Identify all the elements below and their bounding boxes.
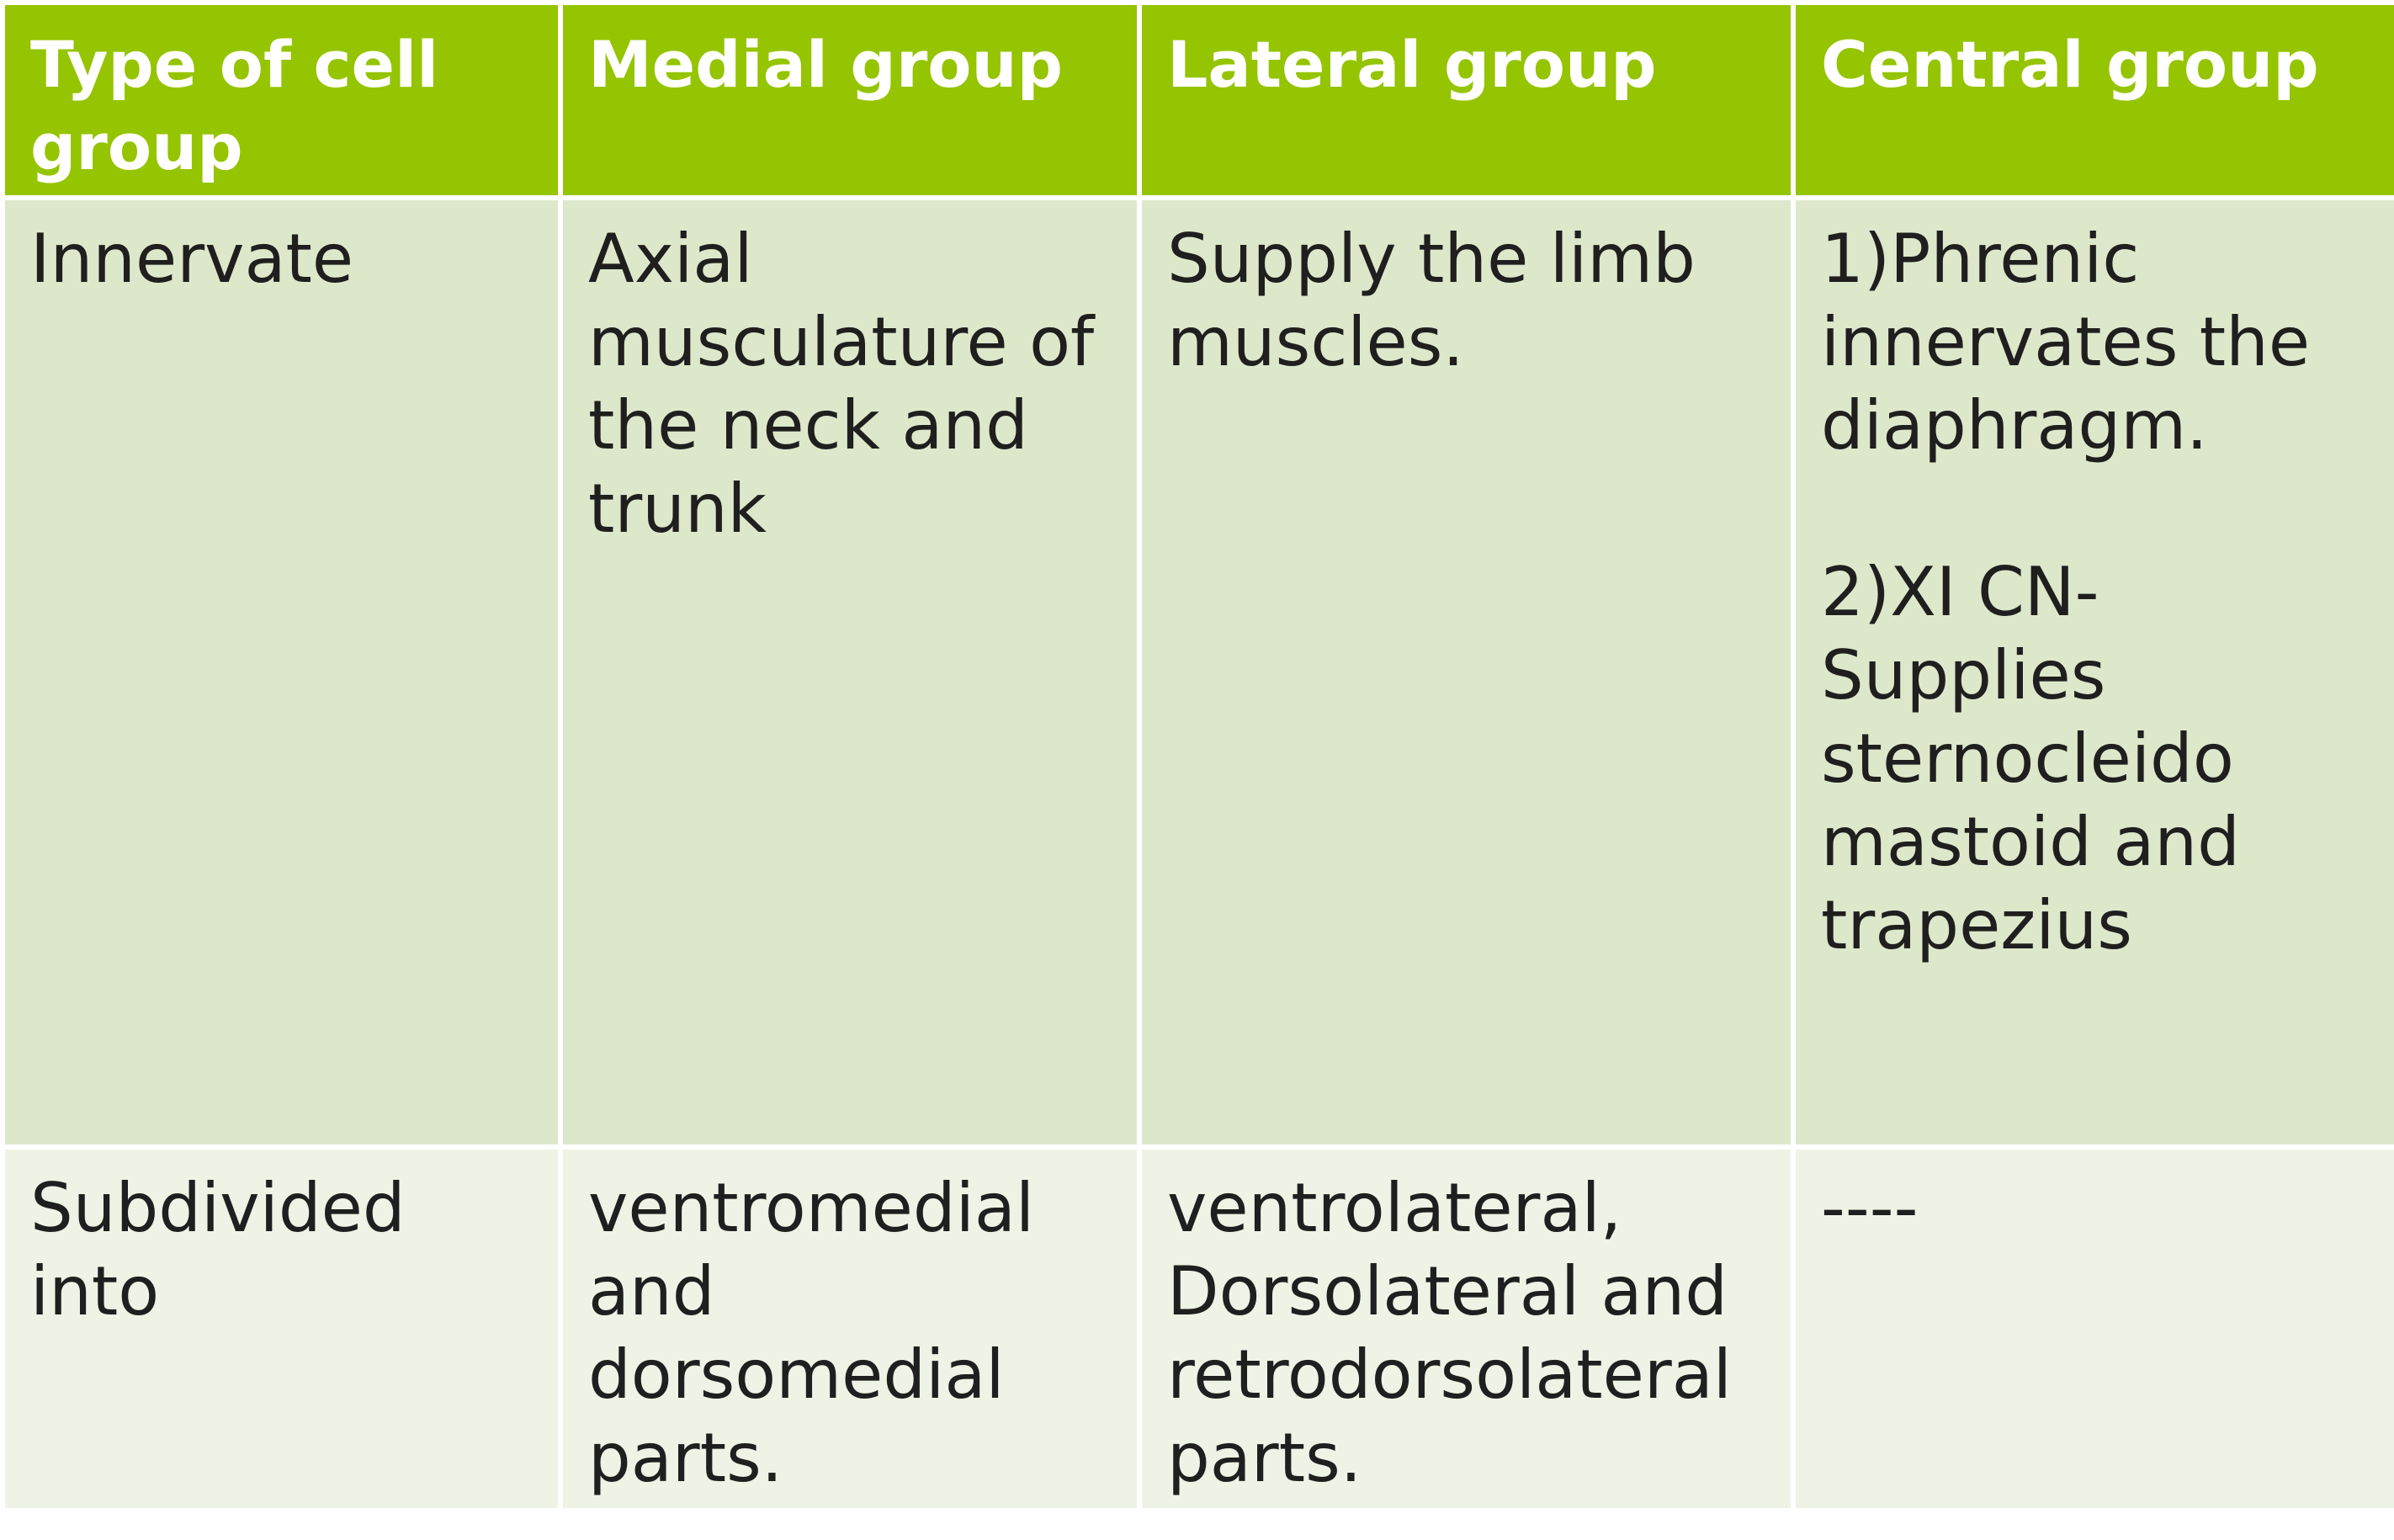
cell-innervate-central: 1)Phrenic innervates the diaphragm. 2)XI … bbox=[1791, 195, 2394, 1150]
paragraph-gap bbox=[1821, 467, 2372, 550]
cell-innervate-lateral: Supply the limb muscles. bbox=[1137, 195, 1796, 1150]
cell-innervate-medial: Axial musculature of the neck and trunk bbox=[558, 195, 1142, 1150]
cell-subdivided-medial: ventromedial and dorsomedial parts. bbox=[558, 1144, 1142, 1513]
header-type-of-cell-group: Type of cell group bbox=[0, 0, 563, 200]
central-item-phrenic: 1)Phrenic innervates the diaphragm. bbox=[1821, 220, 2311, 465]
row-label-innervate: Innervate bbox=[0, 195, 563, 1150]
central-item-xi-cn: 2)XI CN-Supplies sternocleido mastoid an… bbox=[1821, 553, 2240, 964]
cell-subdivided-central: ---- bbox=[1791, 1144, 2394, 1513]
header-lateral-group: Lateral group bbox=[1137, 0, 1796, 200]
table-header-row: Type of cell group Medial group Lateral … bbox=[0, 0, 2394, 200]
table-row-innervate: Innervate Axial musculature of the neck … bbox=[0, 195, 2394, 1150]
cell-subdivided-lateral: ventrolateral, Dorsolateral and retrodor… bbox=[1137, 1144, 1796, 1513]
header-central-group: Central group bbox=[1791, 0, 2394, 200]
row-label-subdivided-into: Subdivided into bbox=[0, 1144, 563, 1513]
table-row-subdivided-into: Subdivided into ventromedial and dorsome… bbox=[0, 1144, 2394, 1513]
header-medial-group: Medial group bbox=[558, 0, 1142, 200]
